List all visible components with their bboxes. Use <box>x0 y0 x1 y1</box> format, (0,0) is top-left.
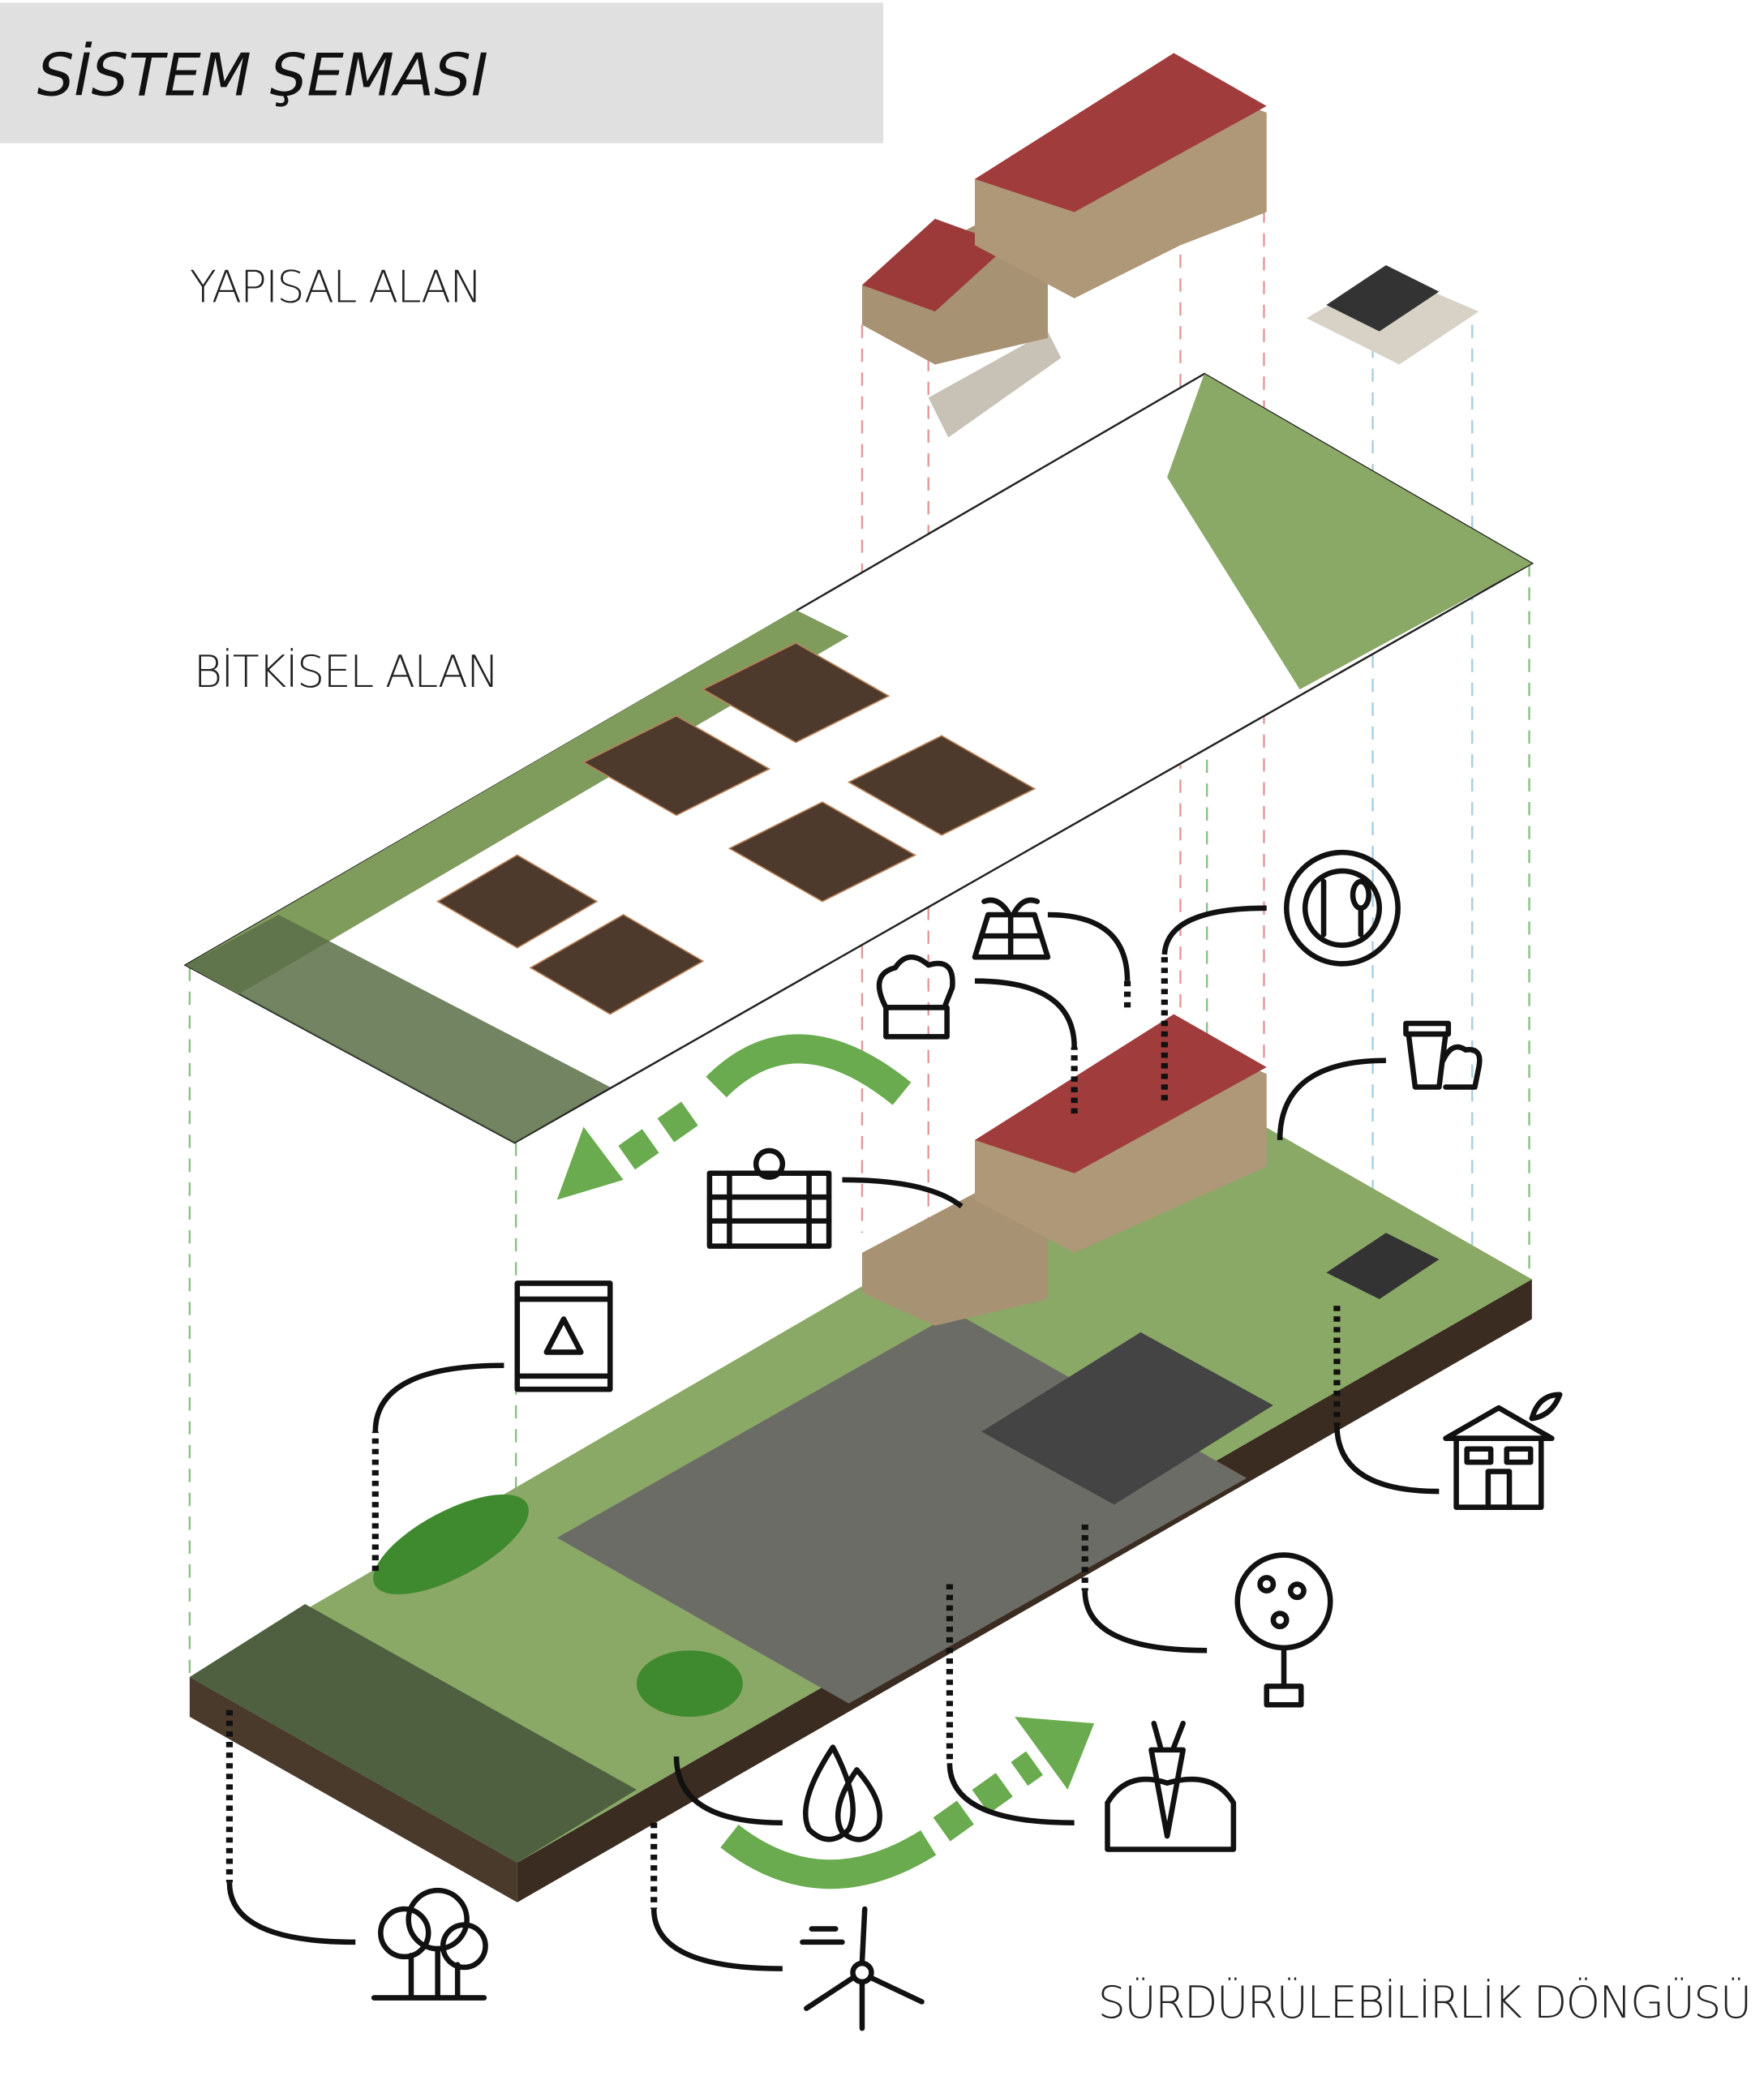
trees-icon <box>371 1887 488 2001</box>
wind-turbine-icon <box>800 1906 925 2031</box>
page-title: SİSTEM ŞEMASI <box>37 41 488 109</box>
farmhouse-icon <box>1443 1392 1563 1510</box>
header-banner <box>0 2 884 144</box>
water-drops-icon <box>802 1744 882 1842</box>
restaurant-icon <box>1284 849 1401 967</box>
cycle-arrows <box>556 1034 1095 1889</box>
carrot-soil-icon <box>1105 1720 1237 1852</box>
recycle-bin-icon <box>514 1280 613 1392</box>
cafe-icon <box>1403 1020 1483 1090</box>
structural-buildings <box>861 53 1479 438</box>
chef-hat-icon <box>876 954 955 1040</box>
harvest-crate-icon <box>706 1147 832 1249</box>
label-vegetal-area: BİTKİSEL ALAN <box>194 646 498 697</box>
label-sustainability-cycle: SÜRDÜRÜLEBİLİRLİK DÖNGÜSÜ <box>1098 1977 1751 2028</box>
greenhouse-solar-icon <box>972 897 1051 960</box>
sustainability-layer <box>189 1014 1532 1902</box>
label-structural-area: YAPISAL ALAN <box>190 262 481 313</box>
vegetal-layer <box>183 372 1534 1144</box>
flow-connectors <box>225 905 1440 1971</box>
fruit-tree-icon <box>1234 1552 1333 1708</box>
